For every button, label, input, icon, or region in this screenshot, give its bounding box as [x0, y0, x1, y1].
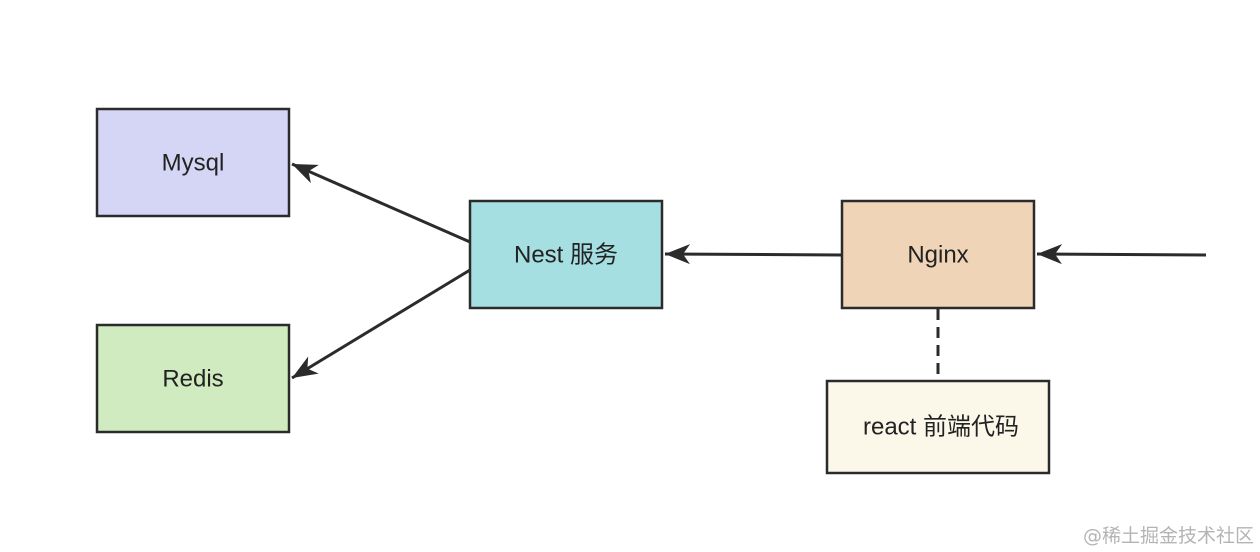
node-react: react 前端代码	[825, 379, 1051, 475]
node-nginx-box	[840, 199, 1036, 310]
node-nest-label: Nest 服务	[514, 242, 618, 269]
node-nest-box	[468, 199, 664, 310]
edge-nest-to-mysql	[291, 162, 471, 244]
node-redis-box	[95, 323, 291, 434]
node-react-label: react 前端代码	[863, 414, 1019, 441]
node-mysql: Mysql	[95, 107, 291, 218]
node-redis-label: Redis	[162, 366, 223, 393]
node-nginx-label: Nginx	[907, 242, 968, 269]
node-nginx: Nginx	[840, 199, 1036, 310]
edge-nginx-to-nest	[664, 244, 843, 265]
node-redis: Redis	[95, 323, 291, 434]
edge-nest-to-redis	[291, 268, 471, 380]
edge-request-to-nginx	[1036, 244, 1207, 265]
node-nest: Nest 服务	[468, 199, 664, 310]
node-mysql-label: Mysql	[162, 150, 225, 177]
node-react-box	[825, 379, 1051, 475]
watermark-text: @稀土掘金技术社区	[1082, 525, 1254, 547]
node-mysql-box	[95, 107, 291, 218]
